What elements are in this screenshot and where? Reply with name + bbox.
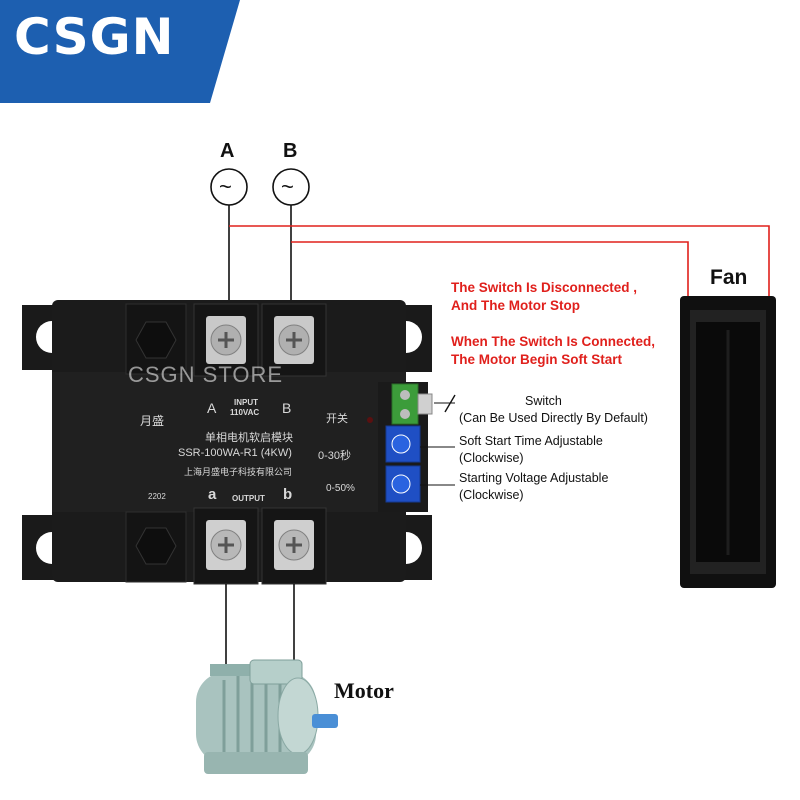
device-range-voltage: 0-50%	[326, 483, 355, 494]
fan-label: Fan	[710, 266, 748, 289]
note-connected-line1: When The Switch Is Connected,	[451, 334, 656, 349]
control-panel	[378, 382, 433, 512]
fan	[680, 296, 776, 588]
fan-wire-b	[291, 241, 689, 300]
device-batch: 2202	[148, 492, 166, 501]
brand-logo-text: CSGN	[14, 8, 175, 66]
motor-label: Motor	[334, 678, 394, 703]
device-terminal-b: B	[282, 400, 292, 416]
note-disconnected-line1: The Switch Is Disconnected ,	[451, 280, 638, 295]
device-model: SSR-100WA-R1 (4KW)	[178, 447, 292, 459]
voltage-title: Starting Voltage Adjustable	[459, 471, 609, 485]
device-switch-cn: 开关	[326, 413, 348, 425]
phase-label-a: A	[220, 140, 235, 162]
brand-banner	[0, 0, 240, 103]
note-disconnected-line2: And The Motor Stop	[451, 298, 580, 313]
motor	[196, 659, 338, 774]
ac-symbol-b: ~	[281, 174, 294, 199]
soft-start-title: Soft Start Time Adjustable	[459, 434, 603, 448]
fan-wire-a	[229, 225, 770, 300]
device-company-cn: 上海月盛电子科技有限公司	[184, 467, 293, 477]
device-brand-mark: 月盛	[140, 414, 165, 428]
soft-starter-module	[22, 300, 432, 585]
switch-detail: (Can Be Used Directly By Default)	[459, 411, 648, 425]
store-watermark: CSGN STORE	[128, 362, 284, 387]
device-input-voltage: 110VAC	[230, 408, 260, 417]
ac-symbol-a: ~	[219, 174, 232, 199]
device-output-label: OUTPUT	[232, 494, 265, 503]
soft-start-detail: (Clockwise)	[459, 451, 524, 465]
device-out-a: a	[208, 486, 217, 503]
device-out-b: b	[283, 486, 293, 503]
note-connected-line2: The Motor Begin Soft Start	[451, 352, 622, 367]
device-range-time: 0-30秒	[318, 450, 352, 462]
voltage-detail: (Clockwise)	[459, 488, 524, 502]
switch-title: Switch	[525, 394, 562, 408]
phase-label-b: B	[283, 140, 298, 162]
device-input-label: INPUT	[234, 398, 258, 407]
device-terminal-a: A	[207, 400, 217, 416]
device-product-cn: 单相电机软启模块	[205, 432, 293, 444]
